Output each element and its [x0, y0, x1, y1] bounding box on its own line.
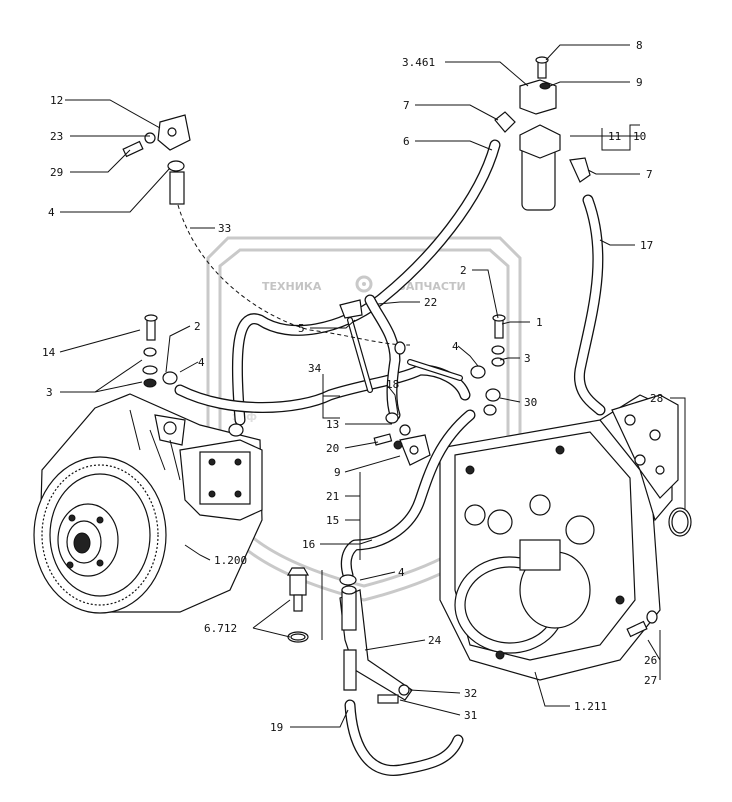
callout-9-mid: 9 [334, 466, 341, 479]
callout-22: 22 [424, 296, 437, 309]
callout-23: 23 [50, 130, 63, 143]
callout-8: 8 [636, 39, 643, 52]
washer-32 [398, 684, 410, 696]
callout-1211: 1.211 [574, 700, 607, 713]
callout-24: 24 [428, 634, 442, 647]
callout-7-right: 7 [646, 168, 653, 181]
washer-23 [144, 132, 156, 144]
callout-labels: 3.461 8 9 12 23 29 4 33 7 6 11 10 7 17 2… [42, 39, 663, 734]
callout-34: 34 [308, 362, 322, 375]
washer-27 [646, 610, 658, 624]
callout-7-left: 7 [403, 99, 410, 112]
drive-housing-1200 [33, 393, 263, 614]
fitting-30 [485, 388, 501, 402]
fitting-7-left [494, 111, 516, 133]
callout-4-low: 4 [398, 566, 405, 579]
callout-2-right: 2 [460, 264, 467, 277]
callout-5: 5 [298, 322, 305, 335]
washer-3-left-a [143, 347, 157, 357]
hose-stub-33 [169, 171, 185, 205]
callout-17: 17 [640, 239, 653, 252]
callout-32: 32 [464, 687, 477, 700]
callout-13: 13 [326, 418, 339, 431]
callout-29: 29 [50, 166, 63, 179]
clamp-4-low [339, 574, 357, 586]
callout-9-top: 9 [636, 76, 643, 89]
callout-33: 33 [218, 222, 231, 235]
watermark-word-right: ЗАПЧАСТИ [398, 280, 466, 293]
callout-1: 1 [536, 316, 543, 329]
callout-16: 16 [302, 538, 315, 551]
washer-3-right [491, 345, 505, 355]
watermark-gear-icon [355, 275, 373, 293]
bolt-31 [377, 694, 399, 704]
fitting-7-right [569, 157, 591, 183]
callout-26: 26 [644, 654, 657, 667]
leader-lines [59, 44, 686, 728]
hoses [174, 139, 606, 776]
callout-3-right: 3 [524, 352, 531, 365]
callout-3461: 3.461 [402, 56, 435, 69]
clamp-4-top [167, 160, 185, 172]
callout-14: 14 [42, 346, 56, 359]
callout-2-left: 2 [194, 320, 201, 333]
bolt-29 [122, 140, 144, 158]
callout-4-left: 4 [198, 356, 205, 369]
watermark-word-left: ТЕХНИКА [262, 280, 322, 293]
breather-6712 [289, 574, 307, 596]
bolt-20 [373, 433, 393, 446]
clamp-4-mid [470, 365, 486, 379]
small-parts [122, 56, 658, 704]
callout-30: 30 [524, 396, 537, 409]
bolt-26 [626, 620, 648, 638]
callout-19: 19 [270, 721, 283, 734]
callout-6: 6 [403, 135, 410, 148]
bracket-24 [339, 589, 413, 701]
leader-33-dashed [177, 204, 411, 346]
callout-20: 20 [326, 442, 339, 455]
clamp-2-left [162, 371, 178, 385]
transmission-housing-1211 [439, 394, 692, 681]
callout-21: 21 [326, 490, 339, 503]
callout-4-mid: 4 [452, 340, 459, 353]
callout-18: 18 [386, 378, 399, 391]
callout-31: 31 [464, 709, 477, 722]
washer-3-left-b [142, 365, 158, 375]
callout-4-top: 4 [48, 206, 55, 219]
callout-1200: 1.200 [214, 554, 247, 567]
callout-28: 28 [650, 392, 663, 405]
callout-27: 27 [644, 674, 657, 687]
callout-10: 10 [633, 130, 646, 143]
washer-9-top [539, 82, 551, 90]
bracket-3461 [519, 79, 557, 115]
callout-11: 11 [608, 130, 621, 143]
callout-3-left: 3 [46, 386, 53, 399]
callout-15: 15 [326, 514, 339, 527]
callout-6712: 6.712 [204, 622, 237, 635]
cap-5 [339, 299, 363, 319]
callout-12: 12 [50, 94, 63, 107]
